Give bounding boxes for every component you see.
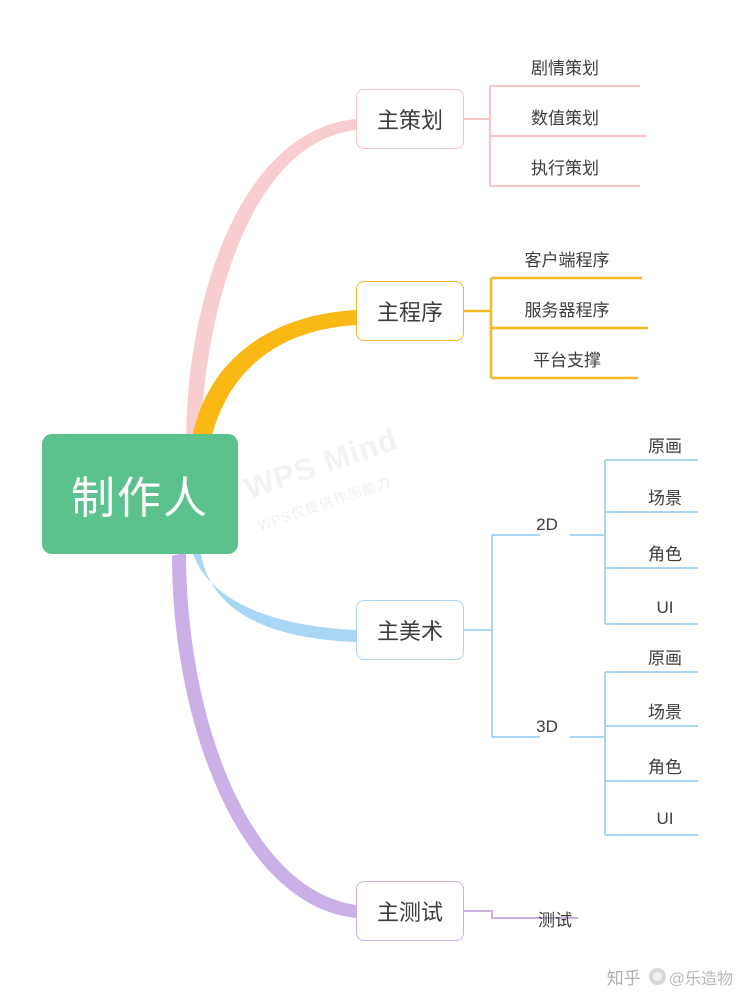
footer-attribution: 知乎 @乐造物 [607, 964, 733, 989]
leaf-plan-3[interactable]: 执行策划 [531, 158, 599, 178]
root-label: 制作人 [71, 474, 209, 523]
leaf-art-2d[interactable]: 2D [536, 515, 558, 534]
leaf-program-1[interactable]: 客户端程序 [524, 250, 610, 270]
avatar-icon [648, 968, 666, 985]
watermark: WPS Mind WPS仅提供作图能力 [240, 395, 516, 615]
branch-label-art: 主美术 [376, 619, 443, 644]
mindmap-root-node[interactable]: 制作人 [42, 434, 238, 554]
leaf-2d-2[interactable]: 场景 [648, 488, 682, 508]
leaf-program-2[interactable]: 服务器程序 [524, 300, 610, 320]
leaf-3d-4[interactable]: UI [656, 809, 674, 828]
leaf-3d-1[interactable]: 原画 [648, 648, 682, 668]
branch-label-program: 主程序 [376, 300, 443, 325]
leaf-art-3d[interactable]: 3D [536, 717, 558, 736]
leaf-test-1[interactable]: 测试 [538, 910, 572, 930]
edge-root-test [172, 552, 356, 918]
watermark-title: WPS Mind [240, 421, 403, 507]
branch-node-test[interactable]: 主测试 [356, 881, 464, 941]
branch-label-test: 主测试 [376, 900, 443, 925]
branch-node-program[interactable]: 主程序 [356, 281, 464, 341]
watermark-subtitle: WPS仅提供作图能力 [255, 472, 394, 534]
leaf-2d-4[interactable]: UI [656, 598, 674, 617]
edge-root-plan [186, 119, 356, 452]
branch-node-plan[interactable]: 主策划 [356, 89, 464, 149]
author-name: @乐造物 [668, 970, 733, 988]
leaf-3d-2[interactable]: 场景 [648, 702, 682, 722]
author-handle: @乐造物 [648, 965, 733, 989]
leaf-plan-1[interactable]: 剧情策划 [531, 58, 599, 78]
leaf-2d-1[interactable]: 原画 [648, 436, 682, 456]
edge-root-art [190, 540, 356, 642]
leaf-plan-2[interactable]: 数值策划 [531, 108, 599, 128]
site-name: 知乎 [606, 969, 641, 988]
leaf-2d-3[interactable]: 角色 [648, 544, 682, 564]
leaf-program-3[interactable]: 平台支撑 [533, 350, 601, 370]
leaf-3d-3[interactable]: 角色 [648, 757, 682, 777]
branch-label-plan: 主策划 [376, 108, 443, 133]
branch-node-art[interactable]: 主美术 [356, 600, 464, 660]
